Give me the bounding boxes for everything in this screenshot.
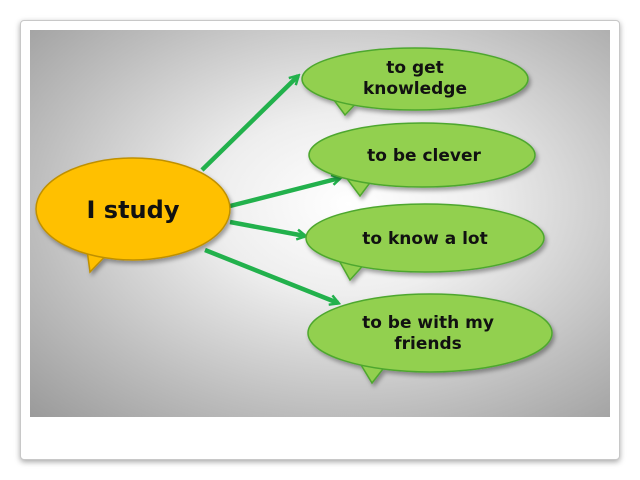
arrow-to-friends <box>204 247 338 303</box>
branch-label-clever: to be clever <box>367 145 481 166</box>
arrow-to-knowledge <box>200 76 298 172</box>
center-label: I study <box>86 196 180 224</box>
branch-label-know-a-lot: to know a lot <box>362 228 488 249</box>
center-bubble <box>35 157 231 274</box>
connector-arrows <box>200 76 340 303</box>
bubble-knowledge <box>301 47 529 117</box>
slide-footer-band <box>30 417 610 455</box>
bubble-know-a-lot <box>305 203 545 282</box>
bubble-friends <box>307 293 553 385</box>
arrow-to-know-a-lot <box>229 219 305 236</box>
branch-label-friends: to be with my friends <box>362 313 494 354</box>
arrow-to-clever <box>229 178 340 209</box>
branch-label-knowledge: to get knowledge <box>362 58 468 99</box>
bubble-clever <box>308 122 536 198</box>
